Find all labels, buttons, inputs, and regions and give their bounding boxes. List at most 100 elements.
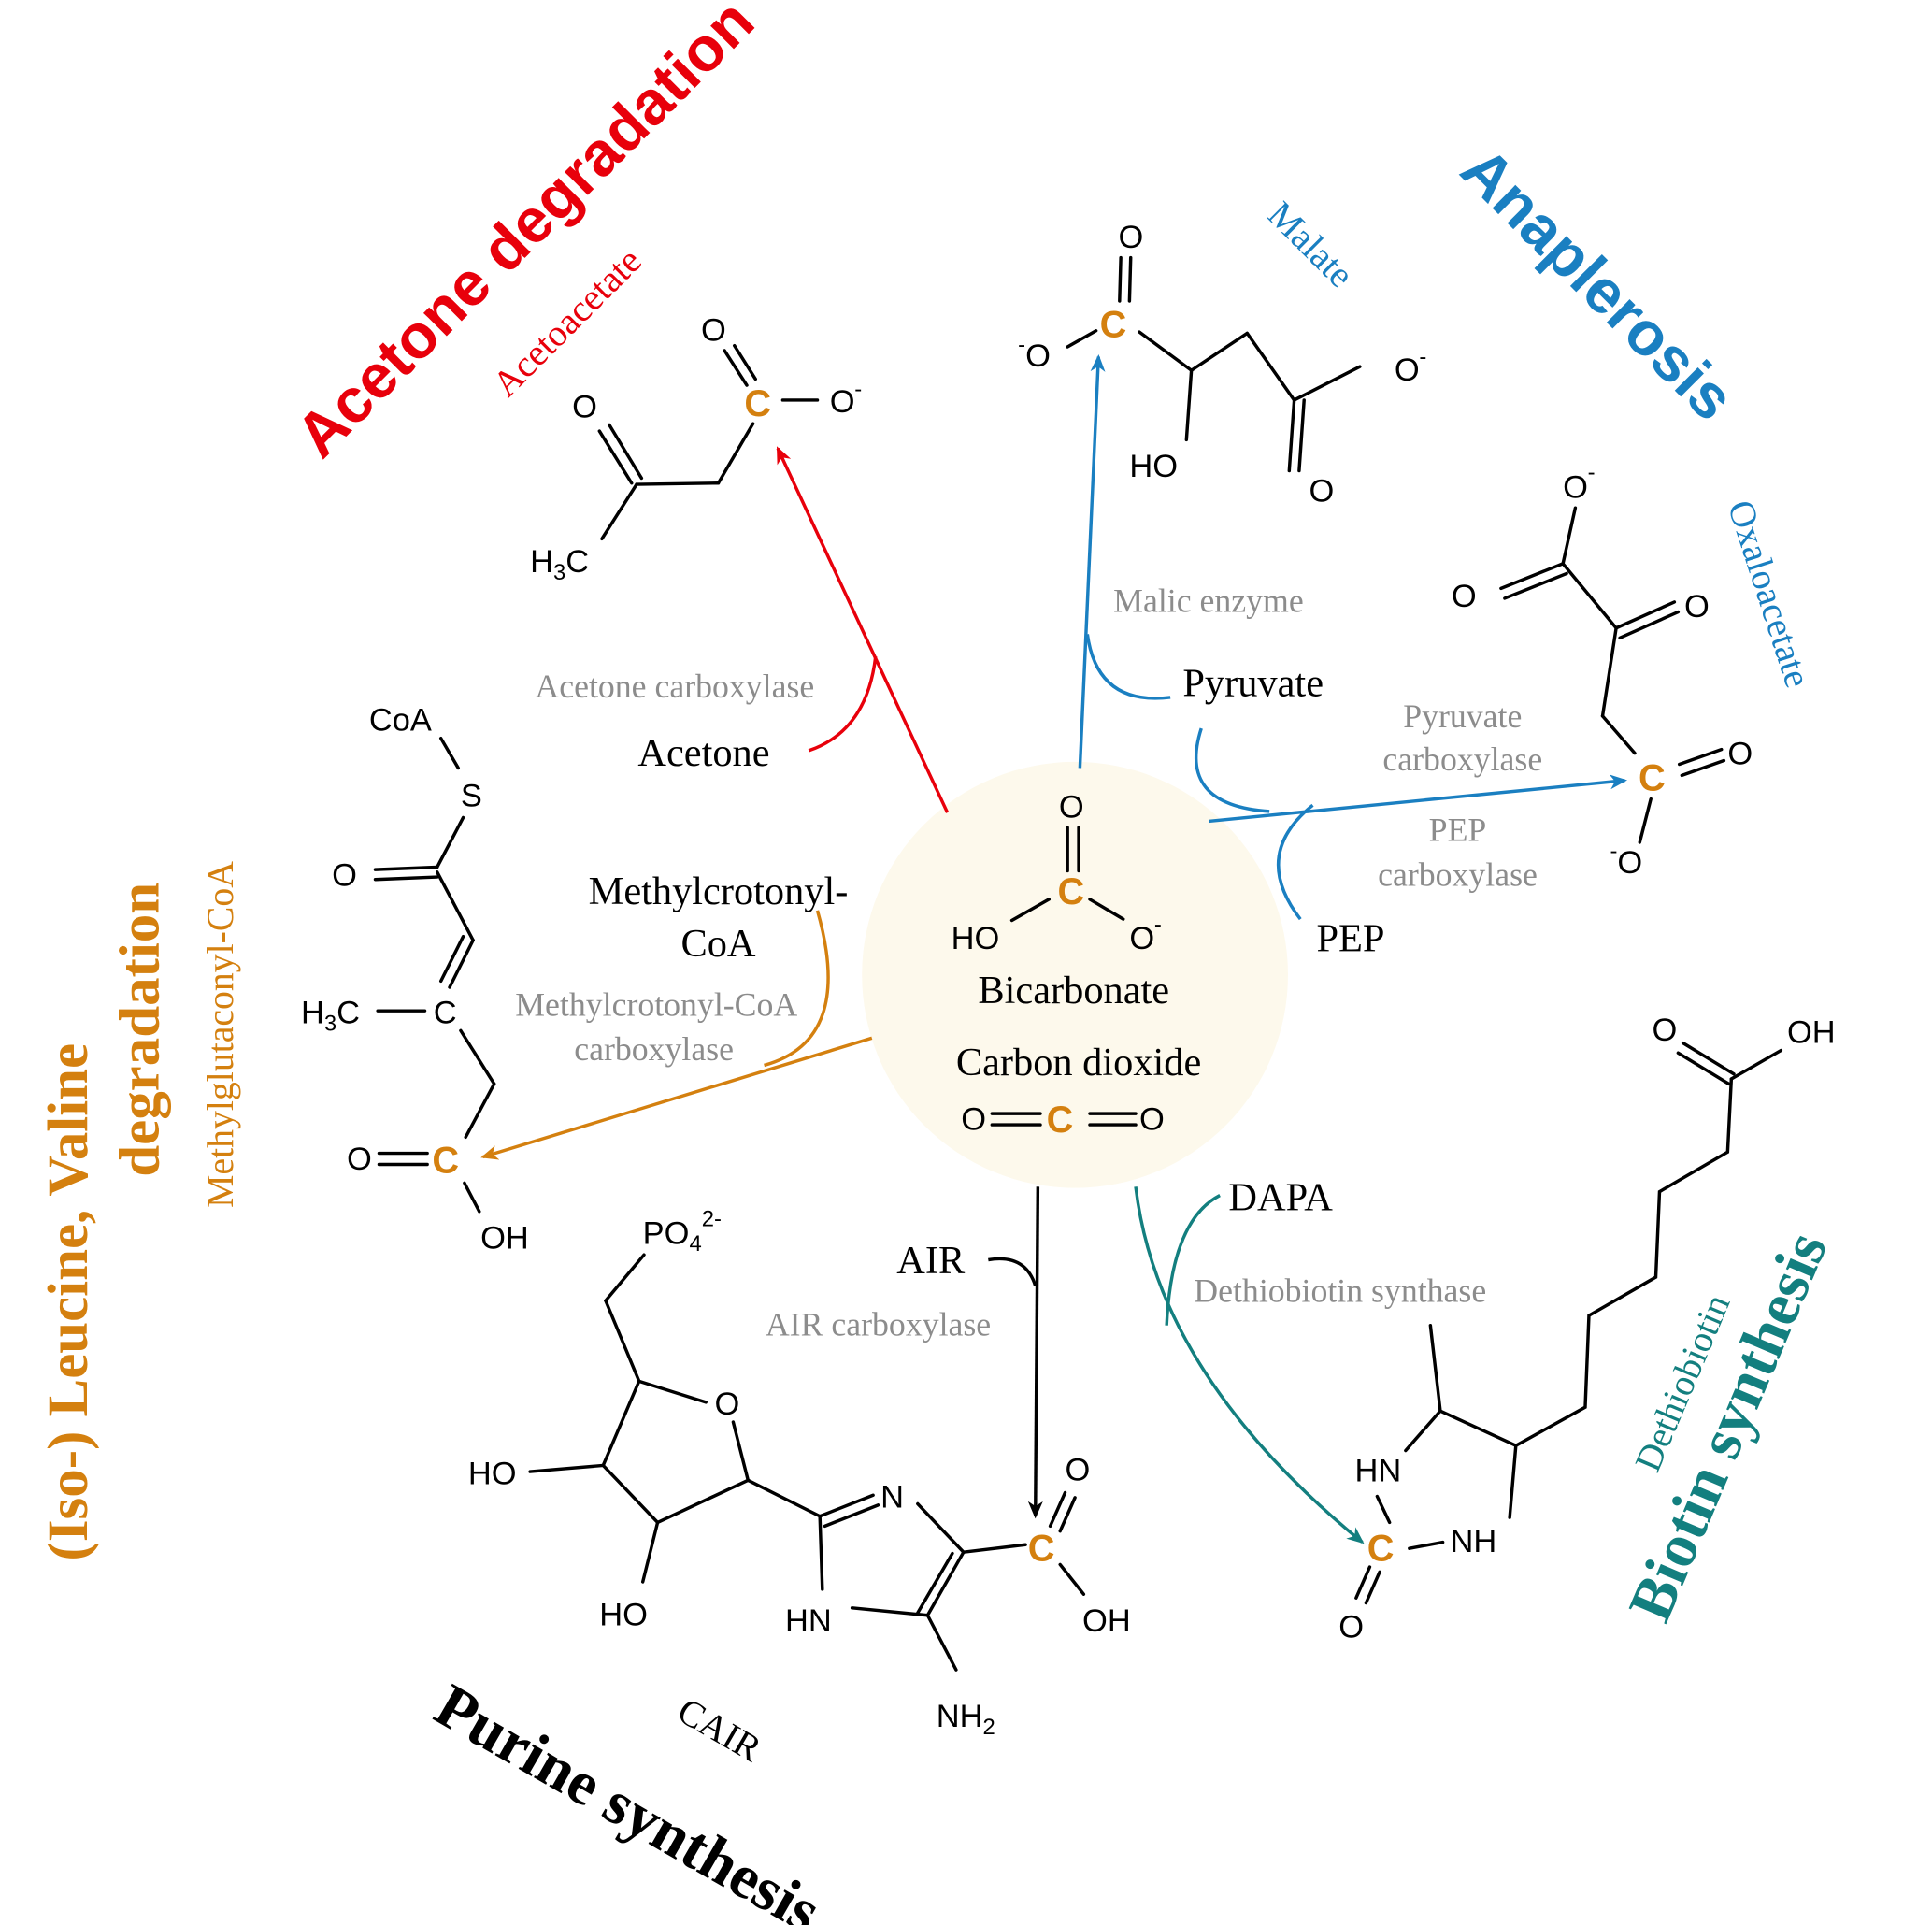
cair-structure: PO42- O HO HO N HN NH2 C <box>468 1207 1131 1740</box>
bond <box>1189 331 1249 372</box>
bond <box>601 1379 641 1468</box>
atom: O <box>1065 1452 1090 1487</box>
bond <box>373 865 439 871</box>
atom: O <box>1118 220 1143 255</box>
bicarbonate-ho: HO <box>952 921 1000 956</box>
bond <box>1058 1496 1077 1533</box>
bond <box>1681 1041 1736 1076</box>
atom: C <box>434 995 457 1030</box>
bond <box>818 1493 875 1518</box>
atom: PO42- <box>643 1207 722 1257</box>
product-label-methylglutaconyl-coa: Methylglutaconyl-CoA <box>200 861 241 1208</box>
reaction-arrow-oxaloacetate <box>1209 774 1628 824</box>
oxaloacetate-structure: O - O O C O -O <box>1452 460 1753 881</box>
bond <box>823 1503 880 1529</box>
bond <box>1066 329 1098 349</box>
atom: HN <box>785 1603 832 1639</box>
cosubstrate-curve-pep <box>1277 803 1314 921</box>
bond <box>1127 255 1133 303</box>
oxaloacetate-carbon: C <box>1639 757 1666 798</box>
bond <box>731 1420 751 1483</box>
enzyme-methylcrotonyl-coa-carboxylase-line2: carboxylase <box>574 1030 734 1068</box>
pathway-title-anaplerosis: Anaplerosis <box>1448 135 1747 434</box>
bond <box>1561 506 1578 566</box>
methylglutaconyl-carbon: C <box>432 1141 459 1182</box>
bond <box>1287 398 1296 473</box>
bond <box>1048 1490 1067 1529</box>
bond <box>635 481 721 486</box>
co2-o-left: O <box>961 1101 986 1137</box>
bond <box>1245 331 1296 402</box>
charge: - <box>1588 460 1596 485</box>
cosubstrate-curve-methylcrotonyl-coa <box>764 910 830 1068</box>
bond <box>1404 1409 1442 1453</box>
carbon-dioxide-label: Carbon dioxide <box>956 1041 1201 1085</box>
cosubstrate-curve-pyruvate-malic <box>1085 634 1171 700</box>
reaction-arrow-biotin <box>1134 1186 1365 1544</box>
center-circle <box>862 761 1288 1188</box>
bond <box>723 349 749 387</box>
bond <box>637 1379 708 1404</box>
co2-o-right: O <box>1139 1101 1165 1137</box>
bond <box>1408 1540 1445 1550</box>
bond <box>916 1551 954 1615</box>
bond <box>601 1463 660 1525</box>
atom: O <box>1452 579 1477 614</box>
reaction-arrow-acetone <box>776 446 950 813</box>
substrate-pyruvate: Pyruvate <box>1182 662 1324 706</box>
pathway-leucine-valine-degradation: (Iso-) Leucine, Valine degradation Methy… <box>37 703 873 1561</box>
bond <box>916 1501 966 1554</box>
product-label-malate: Malate <box>1260 194 1362 295</box>
bond <box>1499 562 1565 591</box>
bond <box>1600 714 1637 755</box>
substrate-air: AIR <box>896 1239 966 1283</box>
co2-carbon: C <box>1047 1099 1074 1141</box>
bond <box>1438 1409 1518 1447</box>
bond <box>438 934 465 984</box>
bond <box>1138 330 1194 372</box>
bond <box>1354 1565 1372 1600</box>
enzyme-malic-enzyme: Malic enzyme <box>1113 582 1304 620</box>
atom: S <box>461 779 482 814</box>
substrate-pep: PEP <box>1316 917 1384 961</box>
atom: O <box>1309 474 1335 510</box>
charge: - <box>1419 345 1426 370</box>
bond <box>1638 797 1653 844</box>
atom: OH <box>480 1221 529 1257</box>
bond <box>436 815 465 869</box>
bond <box>818 1515 824 1591</box>
bond <box>608 423 644 481</box>
bond <box>1600 626 1618 718</box>
dethiobiotin-carbon: C <box>1367 1528 1395 1569</box>
acetoacetate-carbon: C <box>744 383 771 424</box>
product-label-oxaloacetate: Oxaloacetate <box>1720 496 1819 693</box>
bond <box>600 482 638 541</box>
pathway-acetone-degradation: Acetone degradation Acetoacetate O C O -… <box>283 0 950 813</box>
charge: - <box>1154 912 1162 937</box>
enzyme-acetone-carboxylase: Acetone carboxylase <box>535 668 814 705</box>
reaction-arrow-purine <box>1027 1186 1043 1519</box>
bond <box>597 429 634 485</box>
bond <box>962 1543 1027 1554</box>
bond <box>655 1478 751 1525</box>
methylglutaconyl-coa-structure: CoA S O H3C C O C OH <box>301 703 529 1257</box>
malate-carbon: C <box>1100 304 1127 345</box>
atom: H3C <box>301 995 360 1036</box>
bicarbonate-o-top: O <box>1059 789 1084 825</box>
malate-structure: O C -O HO O - O <box>1018 220 1426 510</box>
bond <box>1729 1048 1783 1081</box>
pathway-title-leucine-line1: (Iso-) Leucine, Valine <box>37 1043 100 1561</box>
bond <box>438 736 460 770</box>
bond <box>1364 1570 1381 1605</box>
enzyme-pyruvate-carboxylase-line1: Pyruvate <box>1403 697 1522 735</box>
atom: O <box>1563 470 1588 506</box>
bicarbonate-o-minus: O <box>1129 921 1154 956</box>
center-node: O C HO O - Bicarbonate Carbon dioxide O … <box>862 761 1288 1188</box>
cair-carbon: C <box>1028 1528 1055 1569</box>
cosubstrate-curve-acetone <box>808 656 878 753</box>
pathway-purine-synthesis: Purine synthesis CAIR PO42- O HO HO N HN <box>424 1186 1131 1925</box>
atom: O <box>1653 1013 1678 1048</box>
atom: HN <box>1355 1454 1402 1489</box>
reaction-arrow-malic <box>1078 353 1106 769</box>
atom: OH <box>1082 1603 1131 1639</box>
